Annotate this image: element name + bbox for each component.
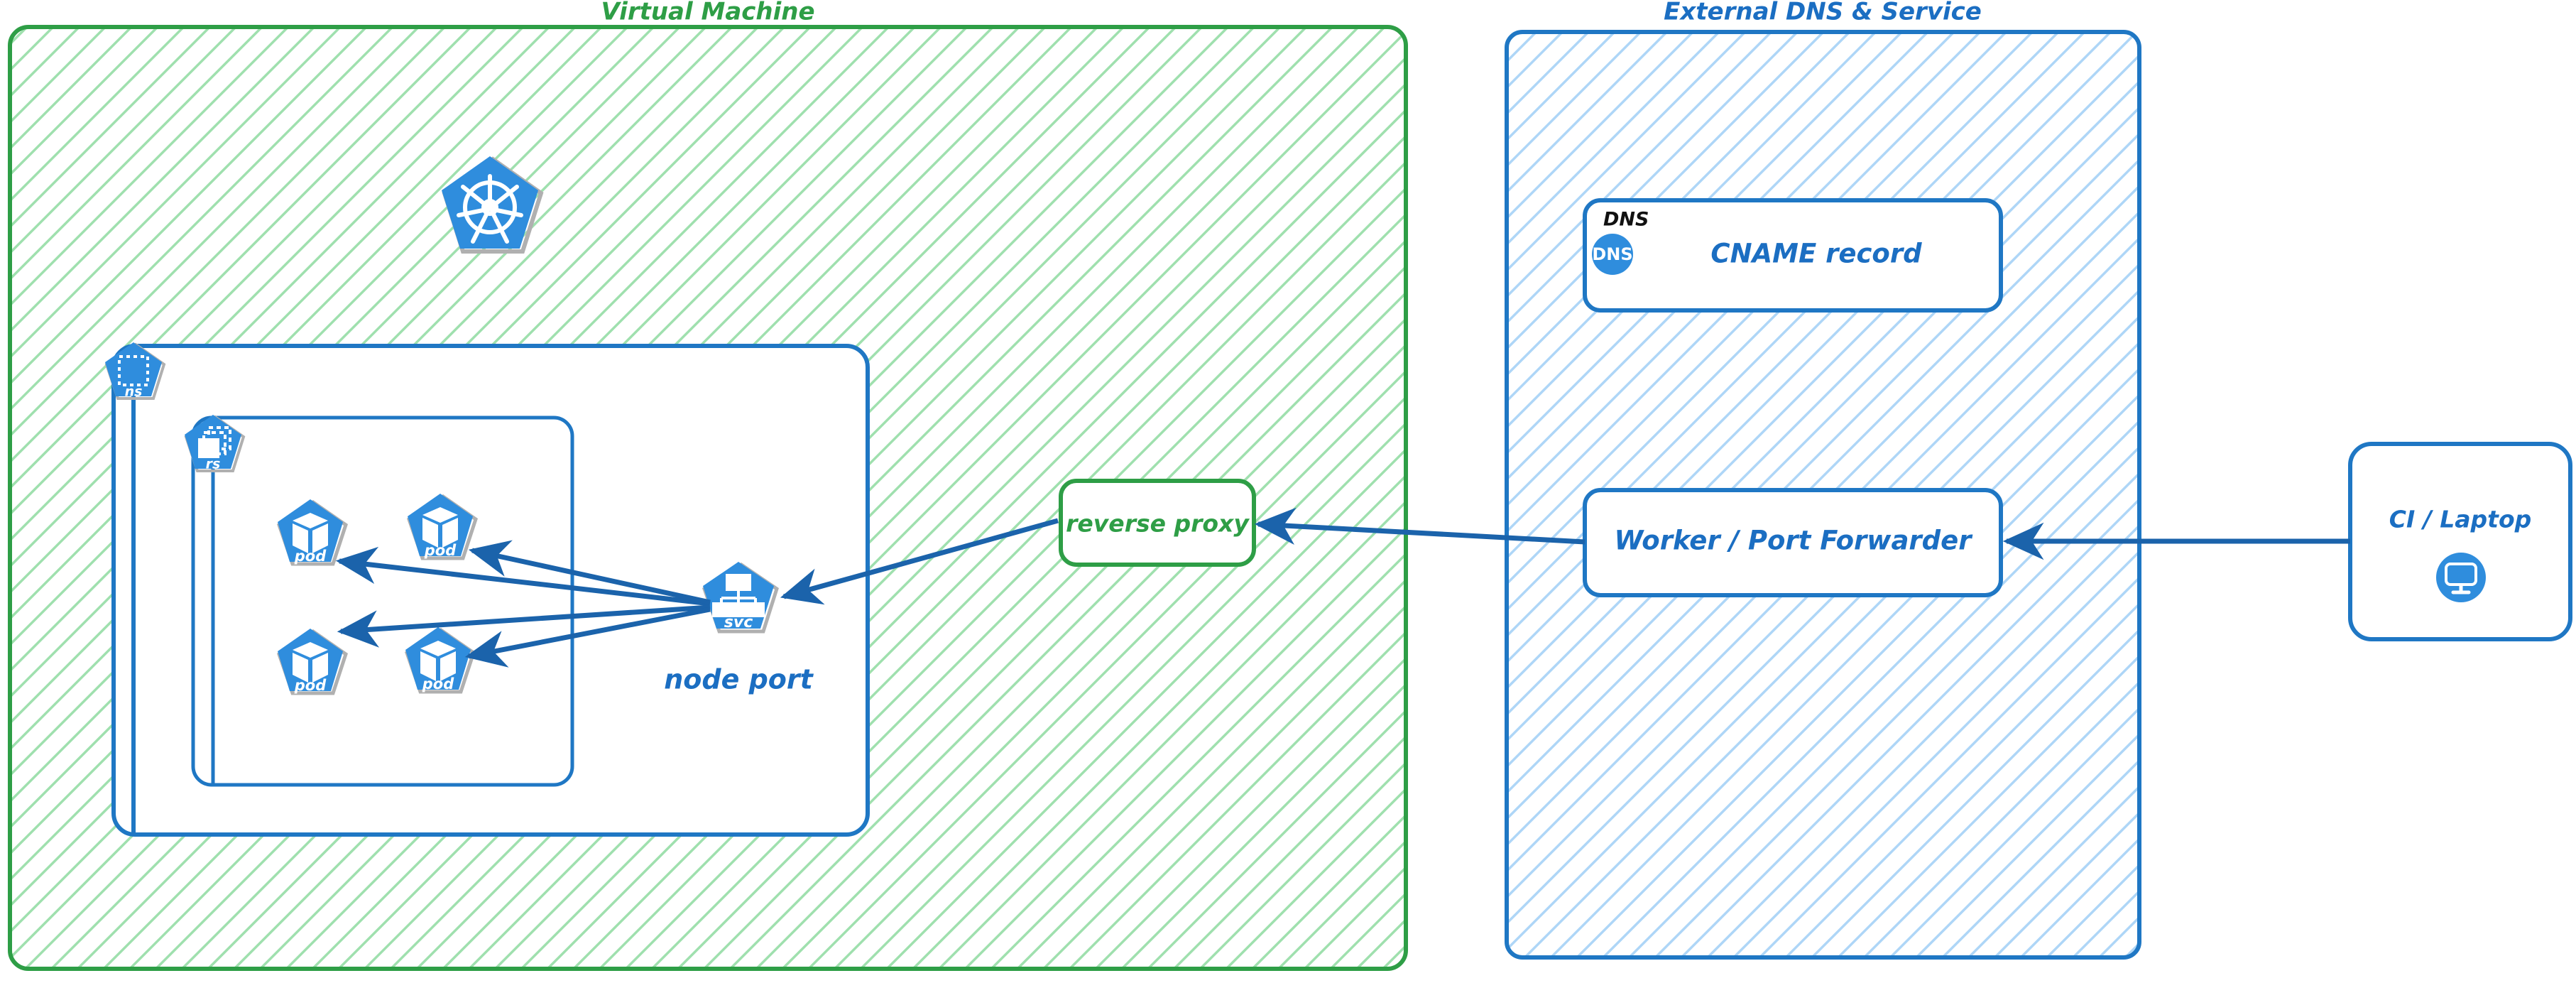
group-external-dns-service[interactable]: External DNS & Service [1505, 0, 2141, 960]
pod-label: pod [424, 542, 457, 559]
rs-solid-rect-front-icon [198, 438, 219, 458]
svc-label: svc [724, 614, 753, 631]
arrow-svc-to-pod-2 [468, 540, 711, 605]
pod-3[interactable]: pod [277, 629, 348, 695]
arrow-svc-to-pod-4 [464, 607, 711, 668]
pod-cube-icon [293, 642, 328, 683]
pod-4[interactable]: pod [405, 627, 476, 694]
ns-dashed-square-icon [118, 355, 149, 386]
replicaset-box[interactable] [191, 416, 574, 787]
arrow-svc-to-pod-3 [337, 604, 711, 648]
worker-label: Worker / Port Forwarder [1614, 526, 1973, 556]
dns-frame [1583, 198, 2003, 313]
ns-badge-label: ns [125, 384, 143, 400]
reverse-proxy-label: reverse proxy [1066, 510, 1250, 538]
ci-laptop-box[interactable]: CI / Laptop [2348, 442, 2572, 641]
worker-box[interactable]: Worker / Port Forwarder [1583, 488, 2003, 597]
pod-cube-icon [422, 507, 458, 548]
worker-frame [1583, 488, 2003, 597]
arrow-worker-to-reverse-proxy [1254, 507, 1586, 545]
node-port-label: node port [664, 664, 814, 695]
kubernetes-logo [442, 156, 544, 254]
pod-label: pod [422, 675, 454, 693]
arrow-reverse-proxy-to-svc [780, 518, 1059, 605]
pod-1[interactable]: pod [277, 499, 348, 566]
desktop-monitor-icon [2436, 553, 2486, 602]
ci-laptop-label: CI / Laptop [2389, 506, 2532, 533]
svc-tree-icon [712, 574, 765, 617]
helm-hub-icon [481, 199, 498, 216]
pod-cube-icon [293, 513, 328, 553]
service-badge[interactable]: svc [702, 562, 779, 634]
external-dns-service-title: External DNS & Service [1664, 0, 1982, 26]
arrow-svc-to-pod-1 [335, 546, 711, 607]
pod-label: pod [294, 548, 327, 565]
cname-record-label: CNAME record [1710, 239, 1922, 269]
ci-laptop-frame [2348, 442, 2572, 641]
reverse-proxy-box[interactable]: reverse proxy [1059, 479, 1256, 567]
reverse-proxy-frame [1059, 479, 1256, 567]
pod-cube-icon [420, 641, 456, 681]
rs-badge-label: rs [206, 457, 221, 472]
virtual-machine-title: Virtual Machine [601, 0, 814, 26]
replicaset-badge[interactable]: rs [184, 415, 246, 472]
pod-label: pod [294, 677, 327, 694]
dns-circle-icon-text: DNS [1592, 244, 1632, 264]
dns-corner-label: DNS [1603, 209, 1649, 231]
pod-2[interactable]: pod [407, 494, 478, 560]
dns-box[interactable]: DNS DNS CNAME record [1583, 198, 2003, 313]
arrow-layer [335, 507, 2350, 668]
namespace-badge[interactable]: ns [104, 342, 166, 400]
dns-circle-icon [1592, 234, 1633, 275]
